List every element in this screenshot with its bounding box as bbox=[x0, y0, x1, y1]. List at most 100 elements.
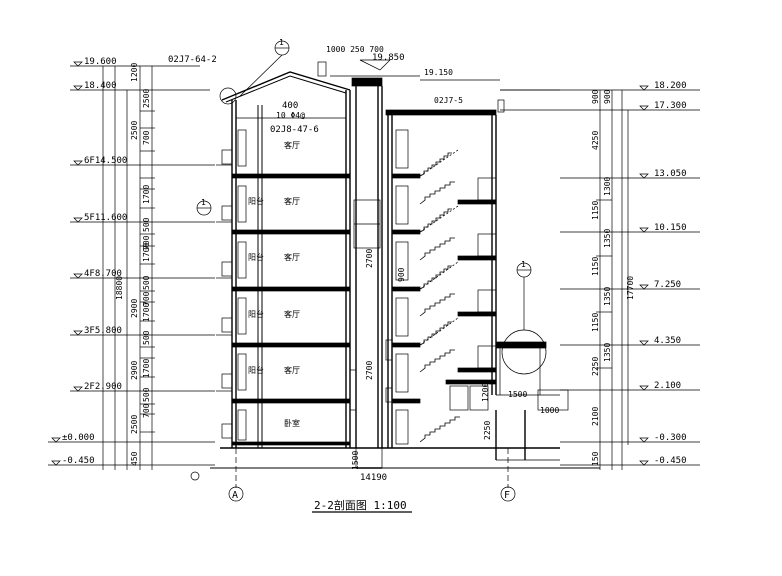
room-label-living: 客厅 bbox=[284, 140, 300, 150]
dim-value: 2900 bbox=[130, 361, 139, 380]
top-parapets bbox=[317, 59, 560, 113]
beam-note: 400 bbox=[282, 101, 298, 111]
left-dimension-chain bbox=[102, 66, 153, 470]
dim-value: 2100 bbox=[591, 407, 600, 426]
top-dims: 1000 250 700 bbox=[326, 45, 384, 54]
stair-dim: 2700 bbox=[365, 361, 374, 380]
room-label-living: 客厅 bbox=[284, 365, 300, 375]
level-label: 10.150 bbox=[654, 223, 687, 233]
callout-number: 1 bbox=[201, 198, 206, 207]
dim-value: 500 bbox=[142, 387, 151, 402]
beam-note-2: 10 Φ4@ bbox=[276, 111, 305, 120]
stair-dim: 900 bbox=[397, 267, 406, 282]
base-dim: 1500 bbox=[351, 451, 360, 470]
dim-value: 1350 bbox=[603, 287, 612, 306]
room-label-living: 客厅 bbox=[284, 309, 300, 319]
dim-value: 1150 bbox=[591, 313, 600, 332]
room-label-living: 客厅 bbox=[284, 196, 300, 206]
axis-label-a: A bbox=[232, 490, 238, 501]
left-facade-windows bbox=[216, 129, 247, 441]
entry-canopy bbox=[445, 329, 569, 461]
left-level-markers bbox=[51, 61, 83, 466]
dim-value: 700 bbox=[142, 130, 151, 145]
drawing-title: 2-2剖面图 1:100 bbox=[314, 498, 407, 512]
dim-value: 2900 bbox=[130, 299, 139, 318]
railing-note: 1000 bbox=[540, 406, 559, 415]
level-label: -0.300 bbox=[654, 433, 687, 443]
dim-value: 500 bbox=[142, 217, 151, 232]
dim-value: 150 bbox=[591, 451, 600, 466]
level-label: 4F8.700 bbox=[84, 269, 122, 279]
level-label: 19.600 bbox=[84, 57, 117, 67]
dim-value: 2500 bbox=[142, 89, 151, 108]
level-label: -0.450 bbox=[62, 456, 95, 466]
level-label: 13.050 bbox=[654, 169, 687, 179]
total-width: 14190 bbox=[360, 473, 387, 483]
dim-value: 700 bbox=[142, 235, 151, 250]
left-level-ticks bbox=[48, 65, 215, 466]
level-label: 5F11.600 bbox=[84, 213, 127, 223]
stairwell-block bbox=[385, 109, 497, 448]
stair-dim: 2250 bbox=[483, 421, 492, 440]
dim-value: 1700 bbox=[142, 243, 151, 262]
elevator-shaft bbox=[349, 77, 393, 469]
dim-value: 1300 bbox=[603, 177, 612, 196]
right-total-height: 17700 bbox=[626, 276, 635, 300]
detail-callouts bbox=[190, 40, 532, 481]
stair-roof-level: 19.150 bbox=[424, 68, 453, 77]
dim-value: 700 bbox=[142, 291, 151, 306]
stair-dim: 1200 bbox=[481, 383, 490, 402]
right-level-markers bbox=[639, 85, 649, 466]
dim-value: 1150 bbox=[591, 257, 600, 276]
dim-value: 450 bbox=[130, 451, 139, 466]
canopy-note: 1500 bbox=[508, 390, 527, 399]
axis-lines bbox=[235, 448, 509, 488]
detail-ref: 02J7-5 bbox=[434, 96, 463, 105]
level-label: 18.400 bbox=[84, 81, 117, 91]
dim-value: 900 bbox=[591, 89, 600, 104]
level-label: 18.200 bbox=[654, 81, 687, 91]
dim-value: 2500 bbox=[130, 121, 139, 140]
dim-value: 500 bbox=[142, 275, 151, 290]
room-label-living: 客厅 bbox=[284, 252, 300, 262]
level-label: 6F14.500 bbox=[84, 156, 127, 166]
level-label: 4.350 bbox=[654, 336, 681, 346]
dim-value: 2500 bbox=[130, 415, 139, 434]
dim-value: 4250 bbox=[591, 131, 600, 150]
room-label-balcony: 阳台 bbox=[248, 252, 264, 262]
room-label-balcony: 阳台 bbox=[248, 365, 264, 375]
dim-value: 1700 bbox=[142, 303, 151, 322]
ground-line bbox=[210, 447, 600, 469]
level-label: 2.100 bbox=[654, 381, 681, 391]
axis-label-f: F bbox=[504, 490, 510, 501]
stair-flights bbox=[419, 149, 460, 443]
room-label-balcony: 阳台 bbox=[248, 309, 264, 319]
dim-value: 900 bbox=[603, 89, 612, 104]
roof-peak-level: 19.850 bbox=[372, 53, 405, 63]
room-label-balcony: 阳台 bbox=[248, 196, 264, 206]
dim-value: 1150 bbox=[591, 201, 600, 220]
detail-ref: 02J7-64-2 bbox=[168, 55, 217, 65]
axis-circles bbox=[228, 486, 516, 502]
dim-value: 1350 bbox=[603, 229, 612, 248]
right-dimension-chain bbox=[500, 89, 700, 470]
level-label: 2F2.900 bbox=[84, 382, 122, 392]
dim-value: 2250 bbox=[591, 357, 600, 376]
dim-value: 500 bbox=[142, 330, 151, 345]
dim-value: 1350 bbox=[603, 343, 612, 362]
level-label: 3F5.800 bbox=[84, 326, 122, 336]
room-label-bedroom: 卧室 bbox=[284, 418, 300, 428]
level-label: 7.250 bbox=[654, 280, 681, 290]
dim-value: 700 bbox=[142, 403, 151, 418]
callout-number: 1 bbox=[521, 260, 526, 269]
level-label: -0.450 bbox=[654, 456, 687, 466]
detail-ref: 02J8-47-6 bbox=[270, 125, 319, 135]
left-total-height: 18800 bbox=[115, 276, 124, 300]
dim-value: 1700 bbox=[142, 359, 151, 378]
dim-value: 1200 bbox=[130, 63, 139, 82]
callout-number: 1 bbox=[279, 38, 284, 47]
dim-value: 1700 bbox=[142, 185, 151, 204]
stair-dim: 2700 bbox=[365, 249, 374, 268]
level-label: 17.300 bbox=[654, 101, 687, 111]
